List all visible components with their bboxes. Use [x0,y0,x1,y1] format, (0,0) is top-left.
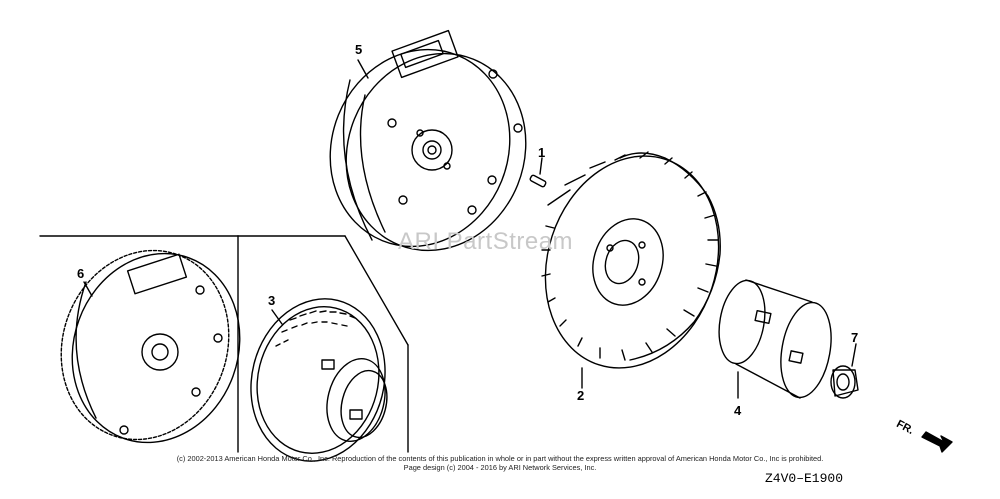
inset-frame [39,235,409,453]
watermark: ARI PartStream [398,228,574,255]
callout-5[interactable]: 5 [355,42,363,57]
copyright-line-1: (c) 2002-2013 American Honda Motor Co., … [176,454,824,463]
callout-3[interactable]: 3 [268,293,276,308]
pulley-part-4 [718,279,832,399]
cooling-fan-part-2 [541,151,721,389]
key-part-1 [529,157,547,188]
callout-4[interactable]: 4 [734,403,742,418]
front-direction-arrow [921,431,953,453]
callout-6[interactable]: 6 [77,266,85,281]
diagram-code: Z4V0–E1900 [765,471,844,486]
copyright-line-2: Page design (c) 2004 - 2016 by ARI Netwo… [403,463,597,472]
callout-2[interactable]: 2 [577,388,585,403]
flange-nut-part-7 [830,343,859,399]
callout-7[interactable]: 7 [851,330,859,345]
copyright-notice: (c) 2002-2013 American Honda Motor Co., … [0,454,1000,472]
flywheel-part-5 [329,29,527,252]
callout-1[interactable]: 1 [538,145,546,160]
flywheel-part-6 [60,249,241,444]
cooling-fan-part-3 [250,298,388,462]
